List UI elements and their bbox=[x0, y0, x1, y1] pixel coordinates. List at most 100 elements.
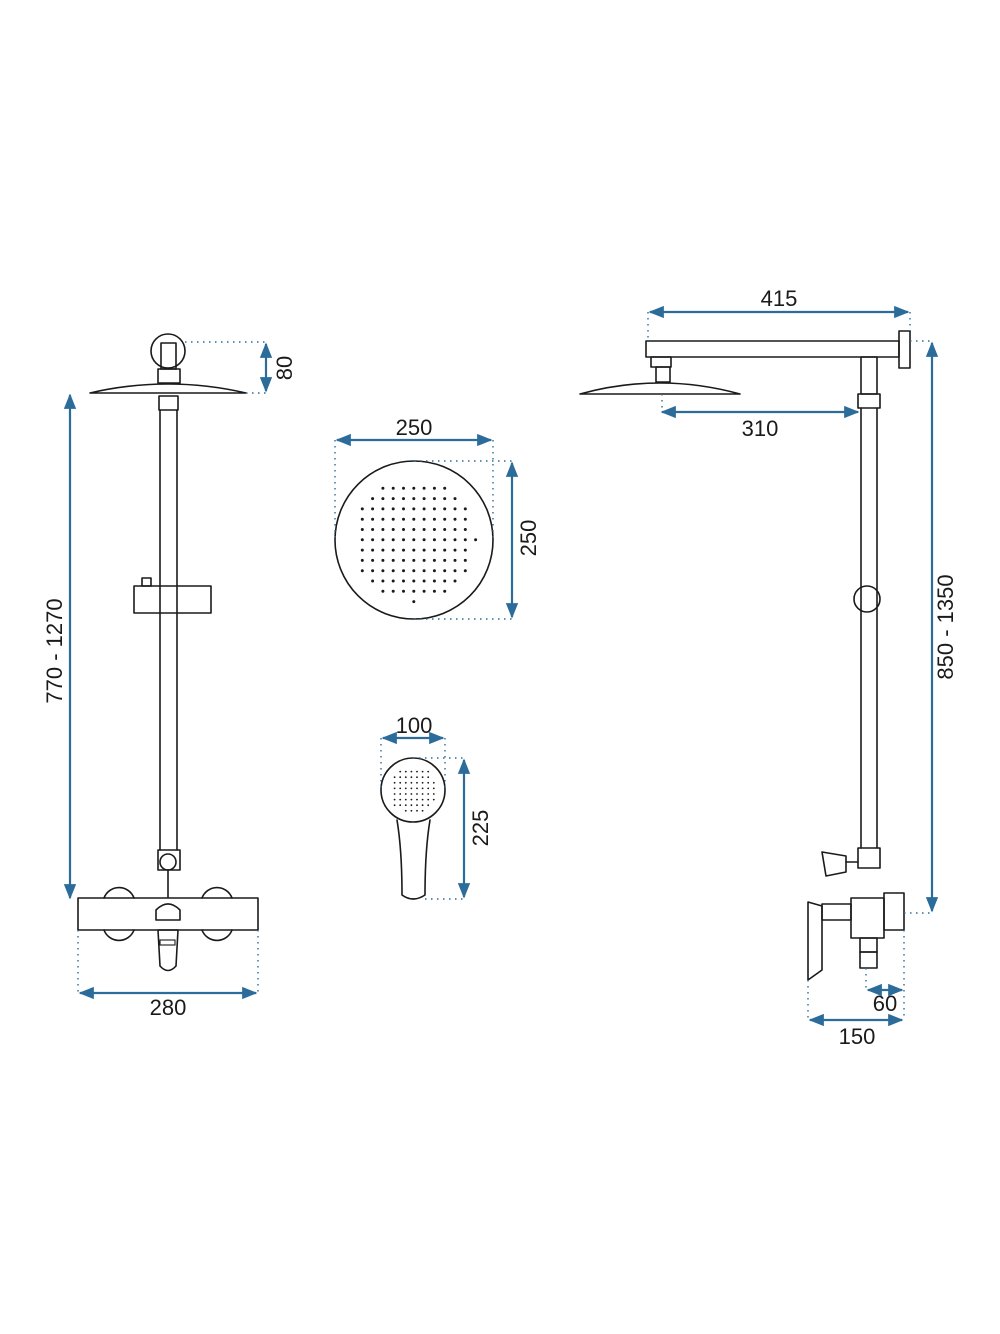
nozzle-dot bbox=[463, 558, 467, 562]
nozzle-dot bbox=[381, 528, 385, 531]
nozzle-dot bbox=[360, 507, 364, 511]
nozzle-dot bbox=[391, 589, 395, 593]
side-shower-head bbox=[579, 382, 741, 395]
front-mixer-body bbox=[77, 897, 259, 931]
nozzle-dot bbox=[371, 579, 375, 583]
nozzle-dot bbox=[453, 528, 457, 531]
nozzle-dot bbox=[371, 528, 375, 531]
nozzle-dot bbox=[432, 497, 436, 501]
hand-shower-nozzles bbox=[393, 770, 435, 812]
nozzle-dot bbox=[463, 507, 467, 511]
nozzle-dot bbox=[371, 558, 375, 562]
nozzle-dot bbox=[391, 528, 395, 531]
nozzle-dot bbox=[381, 507, 385, 511]
nozzle-dot bbox=[360, 528, 364, 531]
nozzle-dot bbox=[427, 793, 430, 795]
nozzle-dot bbox=[412, 589, 416, 593]
nozzle-dot bbox=[399, 798, 402, 801]
nozzle-dot bbox=[453, 569, 457, 573]
nozzle-dot bbox=[422, 528, 426, 531]
nozzle-dot bbox=[412, 548, 416, 552]
label-side-height-range: 850 - 1350 bbox=[933, 574, 958, 679]
nozzle-dot bbox=[453, 507, 457, 511]
nozzle-dot bbox=[422, 497, 426, 501]
nozzle-dot bbox=[443, 507, 447, 511]
front-spout bbox=[157, 929, 179, 972]
nozzle-dot bbox=[422, 517, 426, 521]
nozzle-dot bbox=[432, 589, 436, 593]
nozzle-dot bbox=[432, 507, 436, 511]
nozzle-dot bbox=[416, 770, 418, 773]
nozzle-dot bbox=[416, 776, 418, 779]
nozzle-dot bbox=[381, 486, 385, 490]
nozzle-dot bbox=[412, 538, 416, 542]
nozzle-dot bbox=[381, 497, 385, 501]
nozzle-dot bbox=[393, 793, 396, 795]
hand-shower bbox=[380, 757, 446, 900]
nozzle-dot bbox=[404, 793, 407, 795]
nozzle-dot bbox=[432, 517, 436, 521]
label-side-arm-length: 415 bbox=[761, 286, 798, 311]
nozzle-dot bbox=[402, 497, 405, 501]
nozzle-dot bbox=[443, 538, 447, 542]
front-slider bbox=[133, 585, 212, 614]
nozzle-dot bbox=[453, 538, 457, 542]
nozzle-dot bbox=[427, 798, 430, 801]
nozzle-dot bbox=[410, 776, 413, 779]
nozzle-dot bbox=[432, 798, 435, 801]
nozzle-dot bbox=[412, 507, 416, 511]
nozzle-dot bbox=[427, 770, 430, 773]
nozzle-dot bbox=[381, 538, 385, 542]
label-front-top-offset: 80 bbox=[272, 356, 297, 380]
nozzle-dot bbox=[402, 589, 405, 593]
nozzle-dot bbox=[402, 517, 405, 521]
nozzle-dot bbox=[381, 558, 385, 562]
nozzle-dot bbox=[421, 770, 424, 773]
nozzle-dot bbox=[399, 804, 402, 807]
nozzle-dot bbox=[453, 548, 457, 552]
nozzle-dot bbox=[404, 781, 407, 784]
nozzle-dot bbox=[443, 528, 447, 531]
nozzle-dot bbox=[360, 517, 364, 521]
nozzle-dot bbox=[402, 538, 405, 542]
nozzle-dot bbox=[399, 781, 402, 784]
nozzle-dot bbox=[443, 558, 447, 562]
nozzle-dot bbox=[399, 787, 402, 790]
nozzle-dot bbox=[412, 497, 416, 501]
nozzle-dot bbox=[427, 776, 430, 779]
nozzle-dot bbox=[463, 528, 467, 531]
nozzle-dot bbox=[416, 793, 418, 795]
nozzle-dot bbox=[410, 804, 413, 807]
nozzle-dot bbox=[443, 579, 447, 583]
nozzle-dot bbox=[443, 517, 447, 521]
side-slider bbox=[853, 585, 881, 613]
nozzle-dot bbox=[381, 548, 385, 552]
nozzle-dot bbox=[371, 538, 375, 542]
nozzle-dot bbox=[404, 770, 407, 773]
nozzle-dot bbox=[393, 798, 396, 801]
nozzle-dot bbox=[391, 579, 395, 583]
nozzle-dot bbox=[371, 548, 375, 552]
nozzle-dot bbox=[391, 538, 395, 542]
nozzle-dot bbox=[412, 569, 416, 573]
nozzle-dot bbox=[422, 558, 426, 562]
nozzle-dot bbox=[421, 781, 424, 784]
nozzle-dot bbox=[453, 517, 457, 521]
nozzle-dot bbox=[391, 548, 395, 552]
nozzle-dot bbox=[432, 558, 436, 562]
side-view bbox=[579, 330, 911, 981]
nozzle-dot bbox=[399, 776, 402, 779]
nozzle-dot bbox=[410, 781, 413, 784]
nozzle-dot bbox=[463, 548, 467, 552]
label-side-wall-offset-total: 150 bbox=[839, 1024, 876, 1049]
label-head-height: 250 bbox=[516, 520, 541, 557]
shower-head-top-view bbox=[334, 460, 494, 620]
nozzle-dot bbox=[412, 486, 416, 490]
nozzle-dot bbox=[443, 548, 447, 552]
nozzle-dot bbox=[422, 569, 426, 573]
nozzle-dot bbox=[381, 517, 385, 521]
nozzle-dot bbox=[412, 579, 416, 583]
nozzle-dot bbox=[422, 486, 426, 490]
nozzle-dot bbox=[421, 793, 424, 795]
front-wall-bracket bbox=[150, 333, 186, 369]
